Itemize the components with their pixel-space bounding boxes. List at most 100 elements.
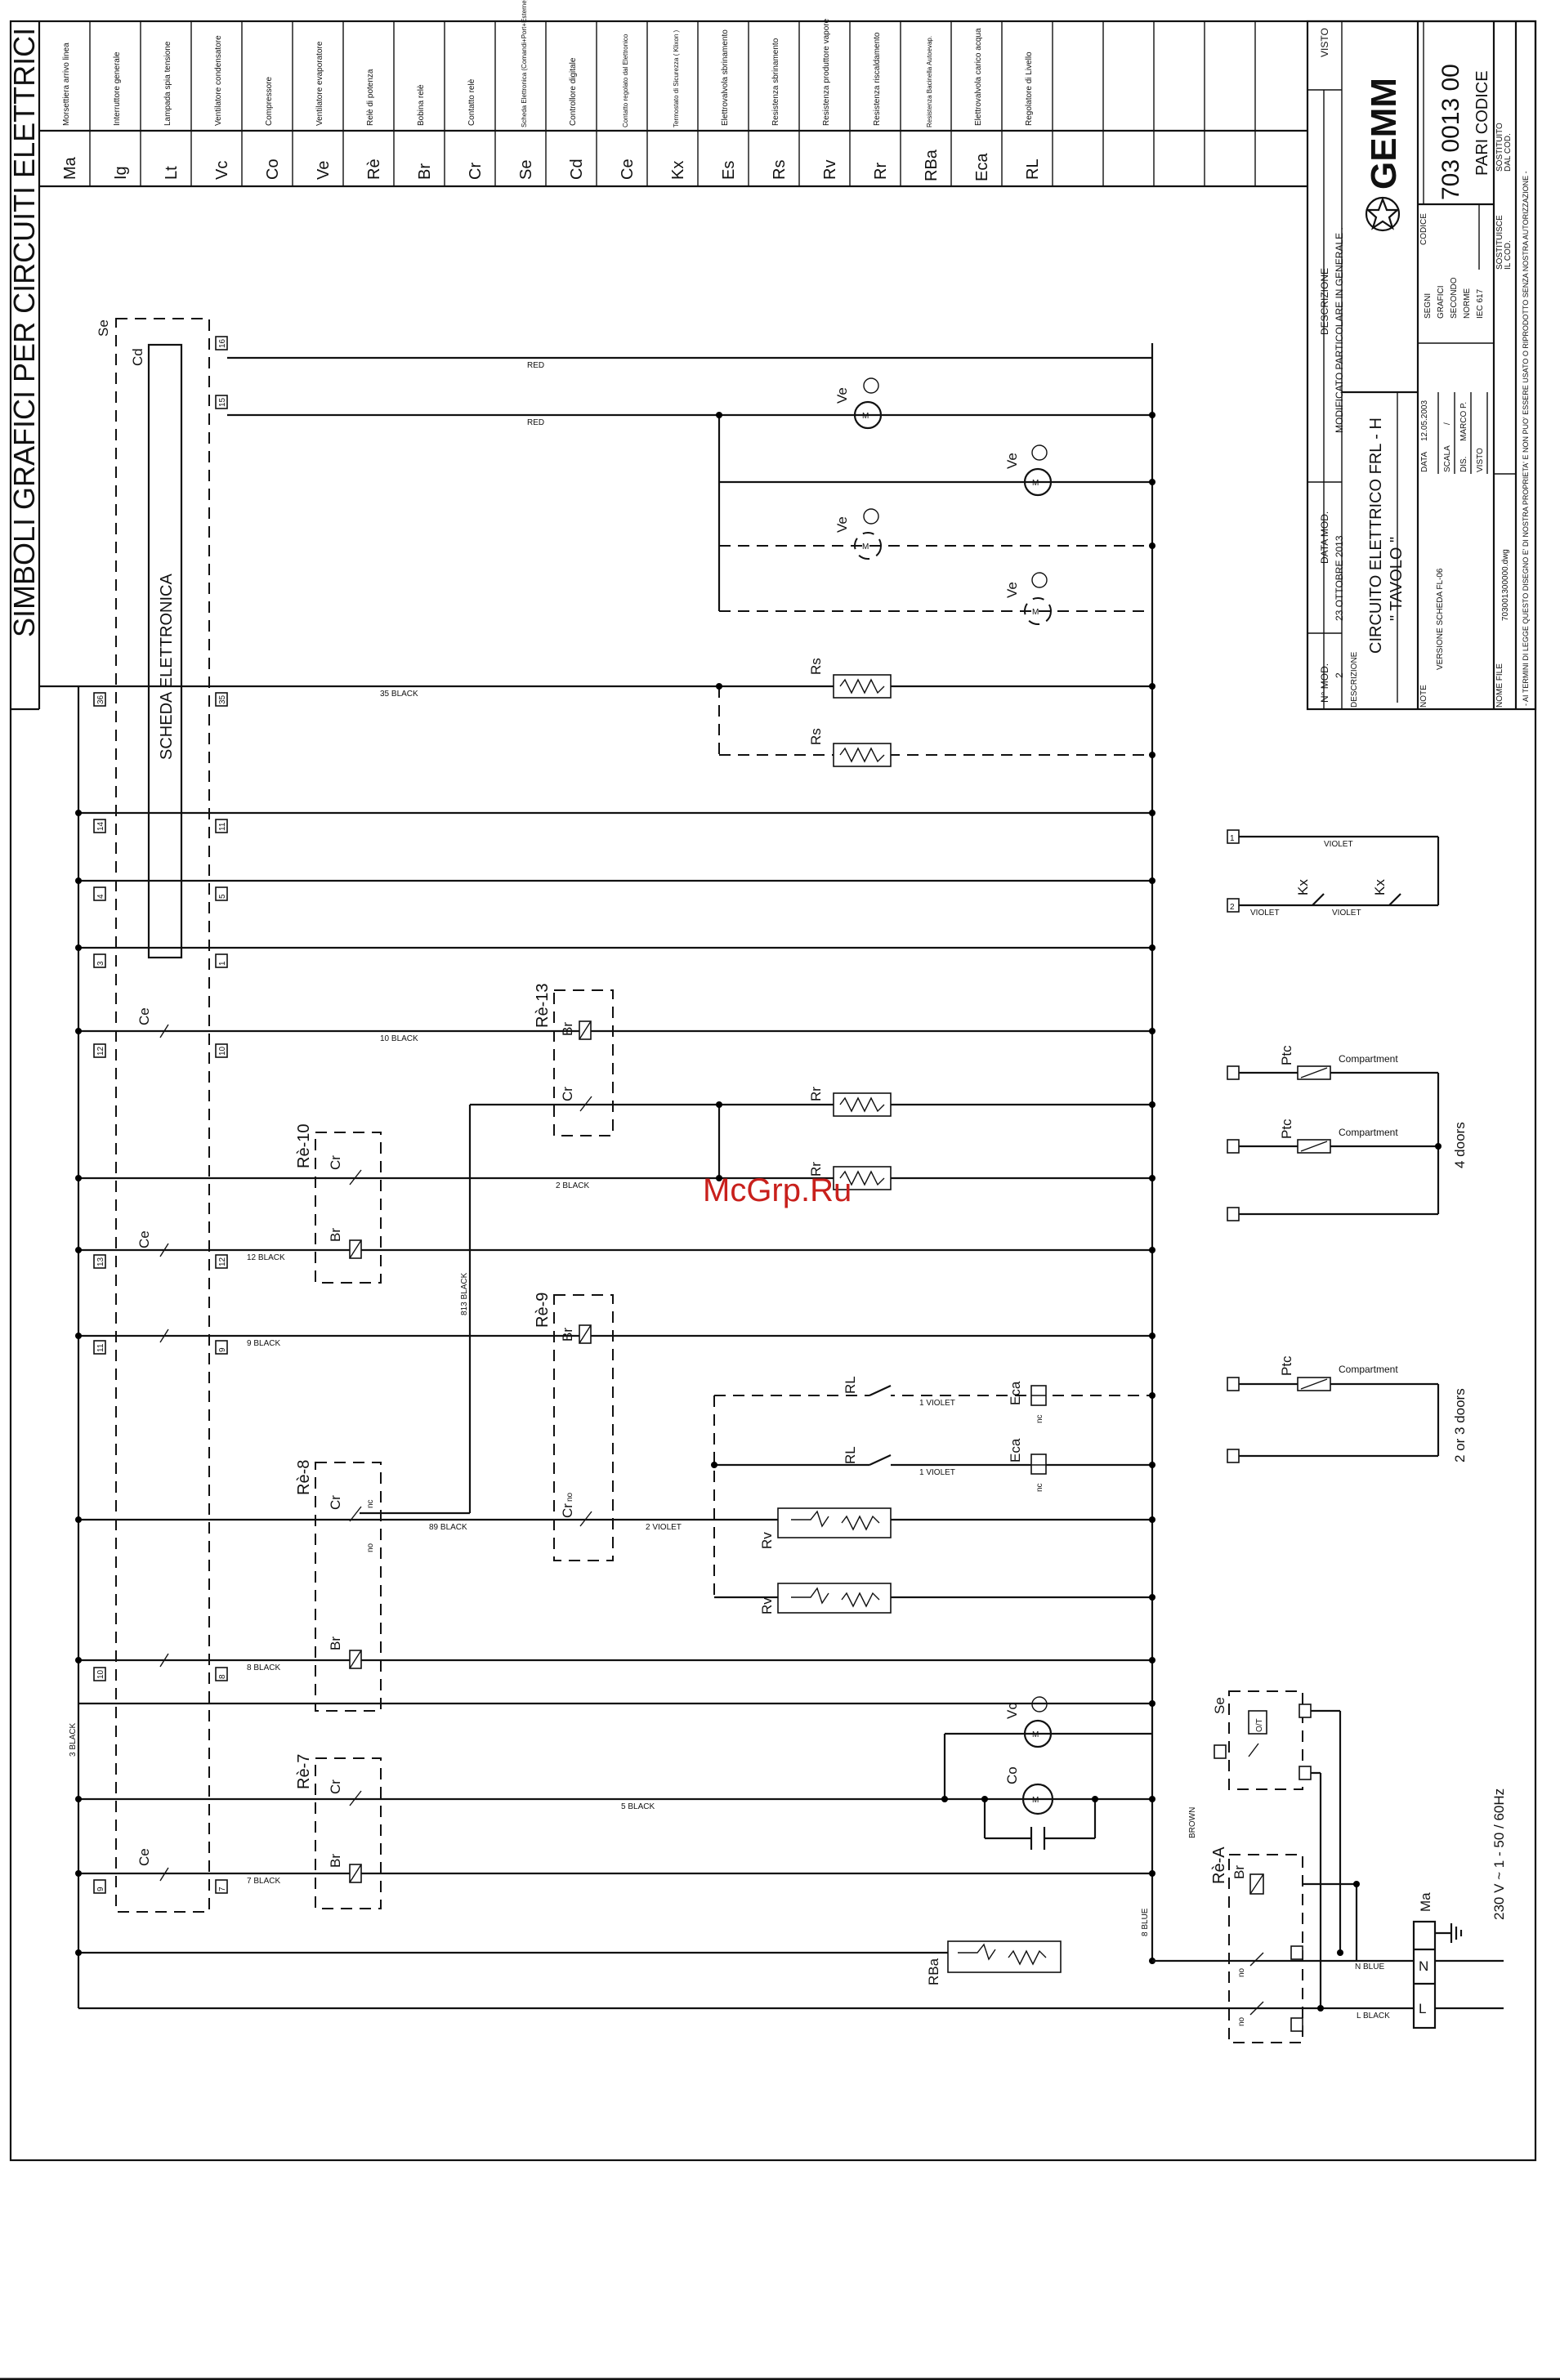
svg-text:Eca: Eca	[1008, 1381, 1023, 1405]
terminal-r-11: 11	[218, 822, 227, 831]
gemm-logo-text: GEMM	[1364, 78, 1404, 190]
rl-label-2: RL	[843, 1446, 858, 1464]
terminal-l-14: 14	[96, 821, 105, 831]
wire-2-violet: 2 VIOLET	[646, 1523, 682, 1532]
evaporator-fans: M Ve M Ve M Ve M Ve	[834, 377, 1053, 625]
compressor-circuit: M Vc M Co	[941, 1696, 1152, 1850]
wire-2-black: 2 BLACK	[556, 1181, 589, 1190]
resistor-rv-2: Rv	[759, 1583, 892, 1614]
legend-desc-ce: Contatto regolato dal Elettronico	[622, 33, 629, 127]
terminal-r-7: 7	[218, 1887, 227, 1891]
tb-secondo: SECONDO	[1450, 277, 1459, 319]
relay-re7: Rè-7 Cr Br	[295, 1754, 382, 1909]
svg-text:nc: nc	[1035, 1483, 1044, 1492]
svg-text:Rv: Rv	[759, 1532, 775, 1549]
svg-text:no: no	[366, 1543, 375, 1552]
svg-text:VIOLET: VIOLET	[1324, 840, 1353, 849]
legend-code-cd: Cd	[568, 159, 586, 180]
svg-text:Br: Br	[560, 1022, 575, 1036]
tb-nome-file-header: NOME FILE	[1495, 663, 1504, 708]
co-label: Co	[1004, 1766, 1020, 1784]
vc-label: Vc	[1004, 1703, 1020, 1719]
wire-89-black: 89 BLACK	[429, 1523, 467, 1532]
legend-desc-rs: Resistenza sbrinamento	[771, 38, 780, 126]
svg-text:Rè-9: Rè-9	[534, 1293, 552, 1328]
wire-12-black: 12 BLACK	[247, 1253, 285, 1262]
watermark: McGrp.Ru	[703, 1172, 852, 1208]
wire-3-black: 3 BLACK	[69, 1723, 78, 1757]
ptc-4-doors: Ptc Ptc Compartment Compartment 4 doors	[1227, 1045, 1468, 1221]
label-4-doors: 4 doors	[1452, 1122, 1468, 1168]
legend-code-ce: Ce	[619, 159, 637, 180]
terminal-l-9: 9	[96, 1887, 105, 1891]
junction-dots	[75, 412, 1155, 1964]
svg-text:Cr: Cr	[560, 1087, 575, 1101]
svg-text:1: 1	[1230, 834, 1235, 843]
fan-ve-3: M Ve	[834, 508, 882, 560]
tb-sostituisce: SOSTITUISCE	[1495, 215, 1504, 270]
wire-35-black: 35 BLACK	[380, 690, 418, 699]
legend-desc-rba: Resistenza Bacinella Autoevap.	[926, 36, 933, 127]
tb-mod-number: 2	[1334, 672, 1345, 678]
tb-nome-file: 703001300000.dwg	[1501, 549, 1510, 621]
svg-text:Rr: Rr	[808, 1162, 824, 1177]
wire-brown: BROWN	[1188, 1807, 1197, 1838]
tb-pari-codice: PARI CODICE	[1473, 70, 1491, 176]
fan-vc	[1023, 1719, 1053, 1748]
resistors: Rs Rs Rr Rr Rv Rv	[759, 658, 1062, 1985]
legend-desc-rl: Regolatore di Livello	[1025, 51, 1034, 126]
terminal-r-35: 35	[218, 694, 227, 704]
legend-code-rr: Rr	[872, 163, 890, 180]
fan-ve-2: M Ve	[1004, 444, 1053, 497]
legend-desc-es: Elettrovalvola sbrinamento	[721, 29, 730, 126]
bus-lines	[39, 343, 1414, 2010]
legend-code-es: Es	[720, 161, 738, 180]
board-contacts: Ce Ce Ce	[136, 1007, 169, 1882]
svg-text:Compartment: Compartment	[1339, 1053, 1398, 1065]
svg-text:Cr: Cr	[328, 1779, 343, 1794]
resistor-rr-1: Rr	[808, 1087, 892, 1117]
tb-legal-notice: - AI TERMINI DI LEGGE QUESTO DISEGNO E' …	[1522, 171, 1530, 706]
svg-text:Se: Se	[1212, 1697, 1227, 1714]
legend-code-vc: Vc	[213, 161, 231, 180]
ce-label-2: Ce	[136, 1230, 152, 1248]
legend-code-re: Rè	[365, 159, 383, 180]
legend-code-cr: Cr	[467, 163, 485, 180]
tb-nmod-header: N° MOD.	[1319, 663, 1330, 703]
terminal-r-10: 10	[218, 1046, 227, 1056]
terminal-block-ma	[1412, 1920, 1437, 2029]
svg-text:VIOLET: VIOLET	[1250, 909, 1280, 918]
svg-text:no: no	[1237, 1967, 1246, 1977]
tb-data-header: DATA	[1420, 451, 1429, 472]
tb-visto: VISTO	[1319, 28, 1330, 57]
svg-text:Cr: Cr	[560, 1503, 575, 1518]
tb-sostituito: SOSTITUITO	[1495, 123, 1504, 172]
wire-l-black: L BLACK	[1357, 2012, 1390, 2021]
svg-text:Br: Br	[1231, 1865, 1247, 1879]
supply-voltage: 230 V ~ 1 - 50 / 60Hz	[1491, 1788, 1507, 1920]
fan-ve-1: M Ve	[834, 377, 883, 430]
ptc-2-3-doors: Ptc Compartment 2 or 3 doors	[1227, 1355, 1468, 1463]
legend-desc-ig: Interruttore generale	[113, 51, 122, 126]
legend-desc-vc: Ventilatore condensatore	[214, 35, 223, 126]
ce-label-3: Ce	[136, 1848, 152, 1866]
legend-code-kx: Kx	[669, 161, 687, 180]
terminal-l-36: 36	[96, 694, 105, 704]
svg-text:Rè-A: Rè-A	[1210, 1846, 1228, 1884]
tb-descrizione-header: DESCRIZIONE	[1319, 268, 1330, 335]
legend-desc-br: Bobina relè	[417, 84, 426, 126]
ce-label-1: Ce	[136, 1007, 152, 1025]
terminal-l-12: 12	[96, 1046, 105, 1056]
legend-desc-cr: Contatto relè	[467, 78, 476, 126]
ve-label-4: Ve	[1004, 582, 1020, 598]
svg-text:M: M	[1032, 608, 1039, 617]
tb-codice-header: CODICE	[1419, 213, 1428, 245]
controller-block	[147, 343, 183, 959]
gemm-logo: GEMM	[1364, 78, 1404, 232]
legend-desc-kx: Termostato di Sicurezza ( Klixon )	[673, 30, 680, 127]
wire-8-blue: 8 BLUE	[1141, 1908, 1150, 1936]
tb-segni: SEGNI	[1424, 293, 1433, 319]
rl-label-1: RL	[843, 1376, 858, 1394]
legend-code-rv: Rv	[821, 160, 839, 180]
